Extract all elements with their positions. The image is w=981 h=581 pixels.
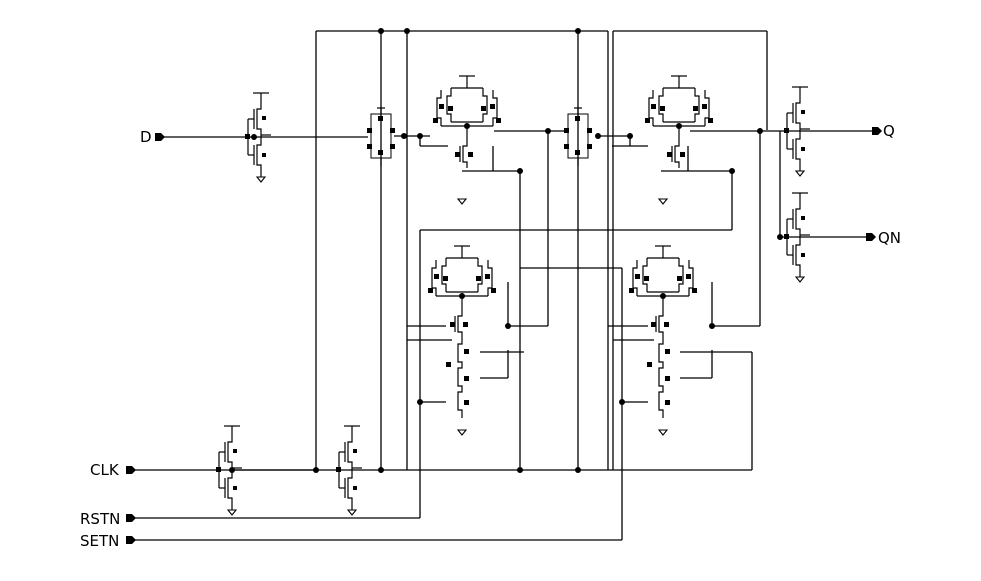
reset-latch xyxy=(427,245,497,339)
junctions xyxy=(229,28,783,473)
set-latch xyxy=(628,245,698,339)
slave-latch xyxy=(644,75,714,169)
pin-label-setn: SETN xyxy=(80,532,119,550)
master-latch xyxy=(432,75,502,169)
wires xyxy=(132,30,880,541)
pin-label-q: Q xyxy=(883,122,895,140)
pin-label-qn: QN xyxy=(878,229,901,247)
pin-label-d: D xyxy=(140,128,152,146)
pin-label-clk: CLK xyxy=(90,461,120,479)
pin-label-rstn: RSTN xyxy=(80,510,120,528)
lower-stacks xyxy=(457,338,664,418)
pin-markers xyxy=(126,127,882,544)
lower-grounds xyxy=(457,198,668,436)
lower-contacts xyxy=(446,349,670,405)
